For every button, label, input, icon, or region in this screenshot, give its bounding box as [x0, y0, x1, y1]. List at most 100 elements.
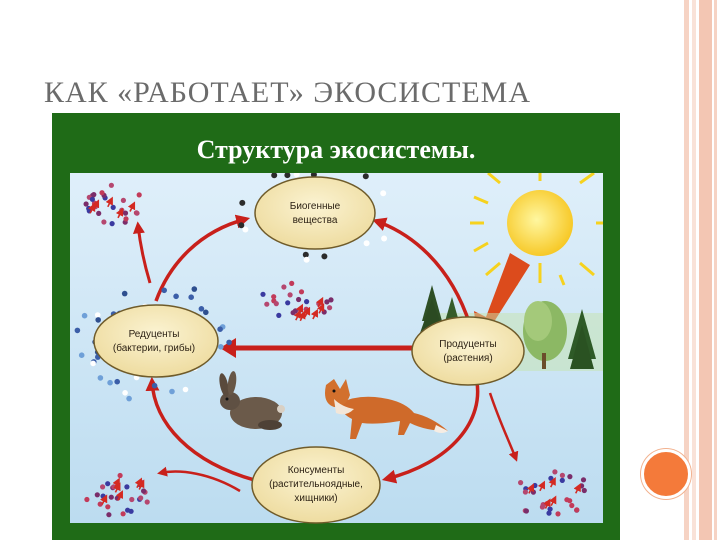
panel-heading: Структура экосистемы. — [196, 135, 476, 164]
molecule-dot — [95, 317, 101, 323]
molecule-dot — [203, 309, 209, 316]
molecule-dot — [124, 484, 130, 490]
molecule-dot — [523, 508, 529, 514]
node-producers-label-line2: (растения) — [443, 353, 492, 364]
molecule-dot — [138, 495, 144, 501]
molecule-dot — [581, 487, 587, 494]
decor-stripe — [699, 0, 712, 540]
molecule-dot — [238, 222, 245, 229]
small-arrow — [112, 477, 120, 489]
molecule-dot — [321, 253, 328, 260]
molecule-dot — [260, 291, 266, 297]
molecule-dot — [120, 197, 126, 203]
molecule-dot — [289, 280, 295, 286]
molecule-dot — [91, 192, 97, 198]
small-arrow — [526, 483, 534, 494]
molecule-dot — [141, 488, 147, 494]
small-arrow — [302, 306, 311, 318]
molecule-dot — [324, 299, 330, 305]
molecule-dot — [106, 512, 112, 518]
node-producers: Продуценты (растения) — [411, 316, 525, 386]
flow-arrow — [220, 338, 415, 358]
molecule-dot — [110, 204, 116, 210]
molecule-dot — [99, 190, 105, 196]
molecule-dot — [122, 390, 128, 396]
molecule-dot — [126, 395, 132, 402]
node-decomposers-label-line1: Редуценты — [129, 329, 180, 340]
small-arrow — [115, 490, 123, 501]
molecule-dot — [547, 506, 553, 512]
molecule-dot — [78, 352, 85, 358]
molecule-dot — [304, 299, 310, 305]
small-arrow — [88, 203, 96, 214]
flow-arrow — [132, 221, 152, 284]
molecule-dot — [559, 472, 565, 478]
molecule-dot — [302, 251, 309, 258]
molecule-dot — [109, 221, 115, 227]
molecule-dot — [292, 308, 298, 314]
small-arrow — [100, 494, 108, 505]
molecule-dot — [239, 199, 246, 206]
molecule-dot — [117, 472, 123, 479]
node-decomposers: Редуценты (бактерии, грибы) — [93, 304, 219, 378]
molecule-dot — [182, 386, 189, 393]
flow-arrow — [488, 392, 519, 462]
molecule-dot — [522, 489, 528, 495]
molecule-cloud — [518, 469, 587, 517]
molecule-dot — [217, 326, 223, 332]
node-consumers: Консументы (растительноядные, хищники) — [251, 446, 381, 524]
molecule-dot — [559, 477, 565, 483]
molecule-cloud — [84, 472, 150, 518]
molecule-dot — [285, 300, 291, 306]
molecule-dot — [105, 504, 111, 510]
molecule-dot — [90, 360, 96, 367]
node-decomposers-label-line2: (бактерии, грибы) — [113, 342, 195, 354]
molecule-cloud — [83, 182, 142, 227]
molecule-dot — [362, 173, 369, 180]
molecule-dot — [569, 502, 575, 509]
molecule-dot — [328, 297, 334, 303]
small-arrow — [549, 495, 557, 507]
molecule-dot — [555, 511, 561, 517]
molecule-dot — [107, 379, 113, 386]
molecule-dot — [198, 306, 205, 312]
diagram-panel: Структура экосистемы. — [52, 113, 620, 540]
molecule-dot — [548, 475, 554, 481]
slide-title: КАК «РАБОТАЕТ» ЭКОСИСТЕМА — [44, 76, 532, 109]
molecule-dot — [128, 508, 134, 514]
small-arrow — [316, 296, 324, 308]
molecule-dot — [363, 240, 370, 247]
molecule-dot — [273, 301, 279, 307]
node-nutrients-label-line2: вещества — [293, 215, 338, 226]
molecule-dot — [97, 375, 104, 381]
small-arrow — [537, 480, 545, 492]
node-consumers-label-line2: (растительноядные, — [269, 479, 363, 490]
molecule-dot — [381, 235, 388, 242]
node-consumers-label-line3: хищники) — [294, 493, 337, 504]
small-arrow — [310, 308, 318, 320]
decor-stripe — [692, 0, 696, 540]
small-arrow — [115, 207, 124, 219]
molecule-dot — [271, 294, 277, 300]
molecule-dot — [101, 219, 107, 225]
molecule-dot — [284, 173, 291, 179]
rabbit-icon — [219, 371, 285, 430]
molecule-dot — [89, 196, 95, 202]
molecule-dot — [242, 226, 249, 233]
molecule-dot — [173, 293, 179, 300]
molecule-dot — [151, 382, 158, 389]
molecule-dot — [123, 216, 129, 222]
molecule-dot — [161, 287, 167, 294]
molecule-dot — [120, 511, 126, 517]
small-arrow — [548, 476, 556, 488]
molecule-dot — [287, 292, 293, 298]
small-arrow — [543, 498, 551, 509]
molecule-dot — [136, 192, 142, 198]
decor-stripe — [684, 0, 689, 540]
molecule-dot — [191, 286, 198, 292]
node-producers-label-line1: Продуценты — [439, 339, 496, 350]
molecule-dot — [530, 489, 536, 495]
molecule-dot — [574, 507, 580, 513]
flow-arrow — [157, 466, 241, 493]
small-arrow — [573, 483, 581, 494]
